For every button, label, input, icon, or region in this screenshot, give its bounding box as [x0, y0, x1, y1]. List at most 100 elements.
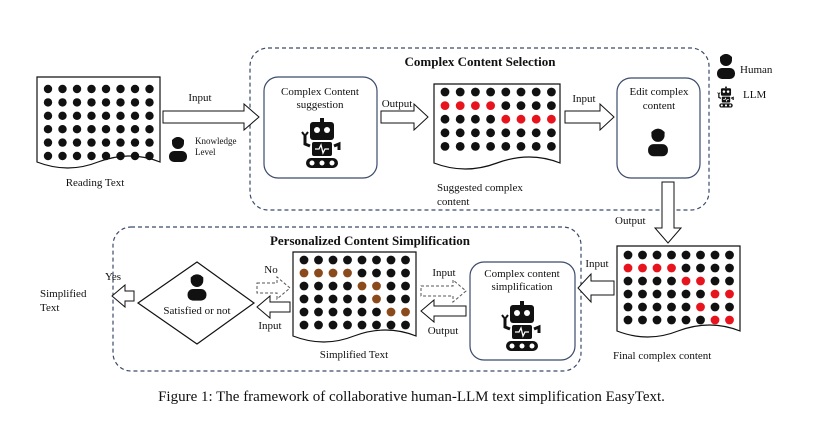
simplified-text-dot	[314, 294, 323, 304]
final-content-dot	[652, 250, 662, 260]
simplified-text-dot	[314, 281, 323, 291]
simplified-text-dot	[357, 294, 367, 304]
simplified-text-dot	[401, 307, 410, 317]
final-content-dot	[652, 302, 662, 312]
reading-text-dot	[72, 125, 82, 134]
final-content-dot	[652, 276, 662, 286]
reading-text-dot	[72, 151, 82, 161]
simplification-group-box	[112, 226, 582, 372]
final-content-dot	[696, 315, 705, 325]
simplified-text-dot	[372, 281, 381, 291]
final-content-dot	[652, 263, 662, 273]
selection-group-title: Complex Content Selection	[405, 54, 557, 69]
final-content-dot	[681, 289, 691, 299]
reading-text-dot	[116, 111, 125, 121]
suggested-content-dot	[516, 101, 526, 110]
final-content-dot	[638, 250, 647, 260]
reading-text-dot	[43, 151, 53, 161]
suggested-content-dot	[531, 101, 541, 110]
final-content-dot	[681, 263, 691, 273]
final-content-dot	[623, 302, 633, 312]
suggested-content-dot	[547, 101, 556, 110]
suggested-content-label-line2: content	[437, 196, 469, 208]
final-content-dot	[667, 250, 676, 260]
final-content-dot	[652, 315, 662, 325]
suggested-content-dot	[501, 142, 511, 151]
reading-text-dot	[43, 138, 53, 147]
simplified-text-dot	[401, 268, 410, 278]
reading-text-dot	[58, 138, 67, 147]
reading-text-dot	[101, 138, 111, 147]
final-content-dot	[710, 289, 720, 299]
final-content-dot	[710, 302, 720, 312]
reading-text-dot	[58, 98, 67, 107]
suggested-content-dot	[440, 114, 450, 124]
satisfied-decision-diamond	[136, 261, 256, 345]
final-content-dot	[638, 276, 647, 286]
input-arrow-3	[577, 272, 615, 304]
final-content-dot	[667, 315, 676, 325]
suggested-content-dot	[486, 142, 495, 151]
simplified-text-dot	[386, 268, 396, 278]
suggested-content-dot	[547, 128, 556, 138]
simplified-text-dot	[328, 294, 338, 304]
input-arrow-1	[162, 102, 260, 132]
simplification-box-label-line1: Complex content	[484, 268, 559, 280]
input-arrow-4	[420, 278, 467, 304]
final-content-dot	[623, 315, 633, 325]
reading-text-dot	[58, 84, 67, 94]
final-content-dot	[623, 289, 633, 299]
final-content-dot	[667, 276, 676, 286]
selection-group-box	[249, 47, 710, 211]
final-content-dot	[681, 302, 691, 312]
reading-text-dot	[101, 84, 111, 94]
simplified-text-dot	[386, 294, 396, 304]
simplified-text-dot	[357, 320, 367, 330]
final-content-dot	[710, 263, 720, 273]
output-label-2: Output	[615, 215, 646, 227]
suggested-content-dot	[547, 87, 556, 97]
suggested-content-dot	[531, 87, 541, 97]
reading-text-dot-grid	[43, 84, 154, 161]
simplified-text-dot	[299, 281, 309, 291]
final-content-dot	[681, 315, 691, 325]
reading-text-dot	[43, 98, 53, 107]
suggested-content-dot	[531, 114, 541, 124]
suggested-content-dot	[471, 142, 480, 151]
reading-text-dot	[145, 111, 154, 121]
input-arrow-5	[256, 294, 291, 320]
simplified-text-dot	[372, 307, 381, 317]
suggested-content-dot	[486, 114, 495, 124]
suggested-content-dot	[486, 101, 495, 110]
reading-text-dot	[43, 111, 53, 121]
simplified-text-dot	[372, 255, 381, 265]
reading-text-dot	[116, 151, 125, 161]
suggested-content-label-line1: Suggested complex	[437, 182, 523, 194]
reading-text-dot	[101, 125, 111, 134]
suggested-content-dot	[440, 101, 450, 110]
final-content-dot	[638, 302, 647, 312]
output-arrow-1	[380, 102, 429, 132]
suggested-content-dot	[516, 142, 526, 151]
reading-text-dot	[72, 138, 82, 147]
suggestion-box-label-line1: Complex Content	[281, 86, 359, 98]
knowledge-level-label-line2: Level	[195, 147, 216, 157]
reading-text-dot	[43, 84, 53, 94]
reading-text-dot	[116, 98, 125, 107]
output-label-1: Output	[382, 98, 413, 110]
reading-text-dot	[72, 84, 82, 94]
suggested-content-dot	[440, 87, 450, 97]
knowledge-level-person-icon	[169, 137, 187, 162]
final-content-dot	[652, 289, 662, 299]
suggested-content-dot	[501, 114, 511, 124]
simplified-text-dot	[314, 255, 323, 265]
reading-text-dot	[116, 138, 125, 147]
simplification-box-label-line2: simplification	[491, 281, 553, 293]
simplified-text-dot	[299, 307, 309, 317]
final-content-dot	[696, 250, 705, 260]
suggested-content-dot	[471, 101, 480, 110]
simplified-text-dot	[386, 307, 396, 317]
output-arrow-2	[653, 181, 683, 244]
final-content-document	[616, 245, 741, 338]
